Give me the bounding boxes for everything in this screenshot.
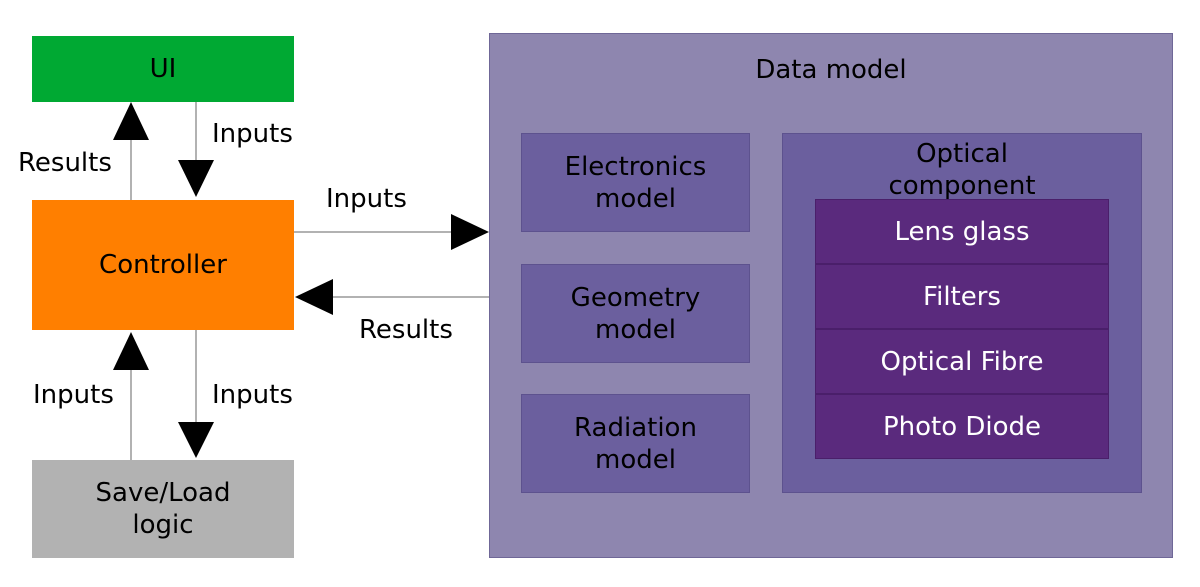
saveload-box: Save/Load logic [32,460,294,558]
arrowhead-down-to-saveload [178,422,214,458]
controller-box-label: Controller [99,250,227,280]
component-photo-diode: Photo Diode [815,394,1109,459]
geometry-model-box: Geometry model [521,264,750,363]
arrow-label-inputs-up: Inputs [33,380,114,410]
component-label: Lens glass [894,216,1030,247]
geometry-model-label: Geometry model [570,282,701,345]
radiation-model-label: Radiation model [574,412,697,475]
component-label: Filters [923,281,1001,312]
ui-box-label: UI [149,54,177,84]
ui-box: UI [32,36,294,102]
arrow-label-inputs-right: Inputs [326,184,407,214]
arrow-label-inputs-down: Inputs [212,119,293,149]
arrow-label-results-left: Results [359,315,453,345]
arrow-label-results-up: Results [18,148,112,178]
electronics-model-label: Electronics model [564,151,707,214]
arrowhead-down-to-controller [178,160,214,197]
arrow-label-inputs-down-saveload: Inputs [212,380,293,410]
component-label: Photo Diode [882,411,1042,442]
component-lens-glass: Lens glass [815,199,1109,264]
radiation-model-box: Radiation model [521,394,750,493]
component-filters: Filters [815,264,1109,329]
component-label: Optical Fibre [880,346,1044,377]
saveload-box-label: Save/Load logic [95,478,231,540]
arrowhead-right-to-datamodel [451,214,489,250]
data-model-title: Data model [755,55,907,85]
arrowhead-left-to-controller [295,279,333,315]
arrowhead-up-to-controller [113,332,149,370]
electronics-model-box: Electronics model [521,133,750,232]
arrowhead-up-to-ui [113,102,149,140]
component-optical-fibre: Optical Fibre [815,329,1109,394]
controller-box: Controller [32,200,294,330]
